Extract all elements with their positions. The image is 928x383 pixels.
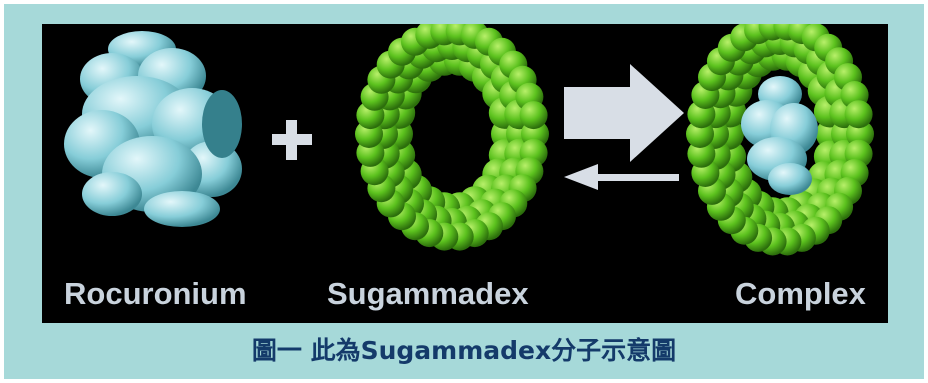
- rocuronium-label: Rocuronium: [64, 276, 247, 311]
- figure-caption: 圖一 此為Sugammadex分子示意圖: [251, 336, 677, 365]
- complex-molecule: [686, 24, 874, 256]
- forward-arrow-icon: [564, 64, 684, 162]
- sugammadex-molecule: [355, 24, 549, 251]
- plus-icon: [272, 120, 312, 160]
- complex-label: Complex: [735, 276, 866, 311]
- reverse-arrow-icon: [564, 164, 679, 190]
- rocuronium-molecule: [64, 31, 242, 227]
- sugammadex-label: Sugammadex: [327, 276, 529, 311]
- figure-panel: Rocuronium Sugammadex Complex: [42, 24, 888, 323]
- molecule-illustration: [64, 24, 874, 256]
